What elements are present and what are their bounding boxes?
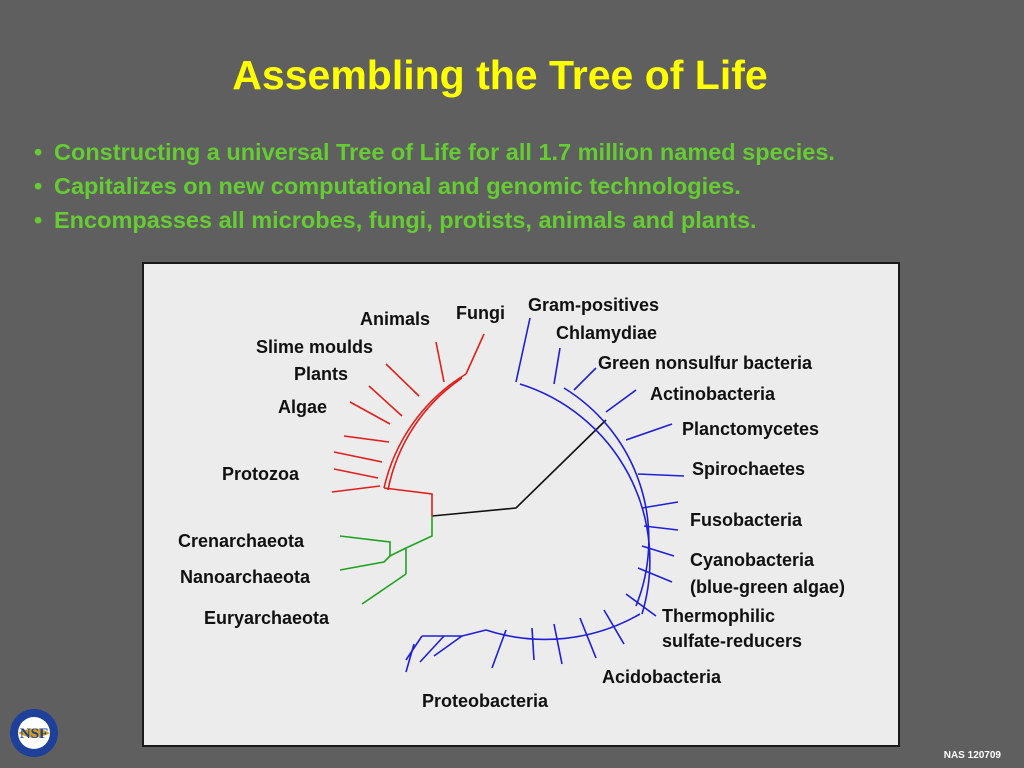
- label-thermophilic: Thermophilic: [662, 606, 775, 626]
- label-fusobacteria: Fusobacteria: [690, 510, 803, 530]
- bullet-text: Encompasses all microbes, fungi, protist…: [54, 207, 757, 233]
- label-planctomycetes: Planctomycetes: [682, 419, 819, 439]
- bullet-dot-icon: •: [34, 139, 43, 165]
- tree-of-life-diagram: Animals Fungi Slime moulds Plants Algae …: [142, 262, 900, 747]
- slide-title: Assembling the Tree of Life: [232, 52, 768, 98]
- bullet-dot-icon: •: [34, 173, 43, 199]
- label-actinobacteria: Actinobacteria: [650, 384, 776, 404]
- bullet-item: • Capitalizes on new computational and ge…: [34, 172, 835, 206]
- label-green-nonsulfur-bacteria: Green nonsulfur bacteria: [598, 353, 813, 373]
- label-cyanobacteria: Cyanobacteria: [690, 550, 815, 570]
- label-nanoarchaeota: Nanoarchaeota: [180, 567, 311, 587]
- label-blue-green-algae: (blue-green algae): [690, 577, 845, 597]
- label-spirochaetes: Spirochaetes: [692, 459, 805, 479]
- archaea-branches: [339, 516, 433, 605]
- label-chlamydiae: Chlamydiae: [556, 323, 657, 343]
- bullet-text: Capitalizes on new computational and gen…: [54, 173, 741, 199]
- bacteria-branches: [405, 317, 685, 673]
- label-acidobacteria: Acidobacteria: [602, 667, 722, 687]
- label-protozoa: Protozoa: [222, 464, 300, 484]
- label-slime-moulds: Slime moulds: [256, 337, 373, 357]
- label-proteobacteria: Proteobacteria: [422, 691, 549, 711]
- footer-code: NAS 120709: [943, 750, 1001, 761]
- nsf-logo-icon: NSF: [10, 709, 58, 757]
- label-gram-positives: Gram-positives: [528, 295, 659, 315]
- bullet-dot-icon: •: [34, 207, 43, 233]
- bullet-list: • Constructing a universal Tree of Life f…: [34, 138, 835, 240]
- tree-svg: Animals Fungi Slime moulds Plants Algae …: [178, 295, 845, 711]
- label-sulfate-reducers: sulfate-reducers: [662, 631, 802, 651]
- label-plants: Plants: [294, 364, 348, 384]
- root-branch: [431, 419, 607, 517]
- bullet-text: Constructing a universal Tree of Life fo…: [54, 139, 835, 165]
- label-algae: Algae: [278, 397, 327, 417]
- eukaryote-branches: [331, 333, 485, 516]
- nsf-logo-text: NSF: [20, 726, 48, 742]
- bullet-item: • Constructing a universal Tree of Life f…: [34, 138, 835, 172]
- label-animals: Animals: [360, 309, 430, 329]
- label-fungi: Fungi: [456, 303, 505, 323]
- bullet-item: • Encompasses all microbes, fungi, protis…: [34, 206, 835, 240]
- label-euryarchaeota: Euryarchaeota: [204, 608, 330, 628]
- label-crenarchaeota: Crenarchaeota: [178, 531, 305, 551]
